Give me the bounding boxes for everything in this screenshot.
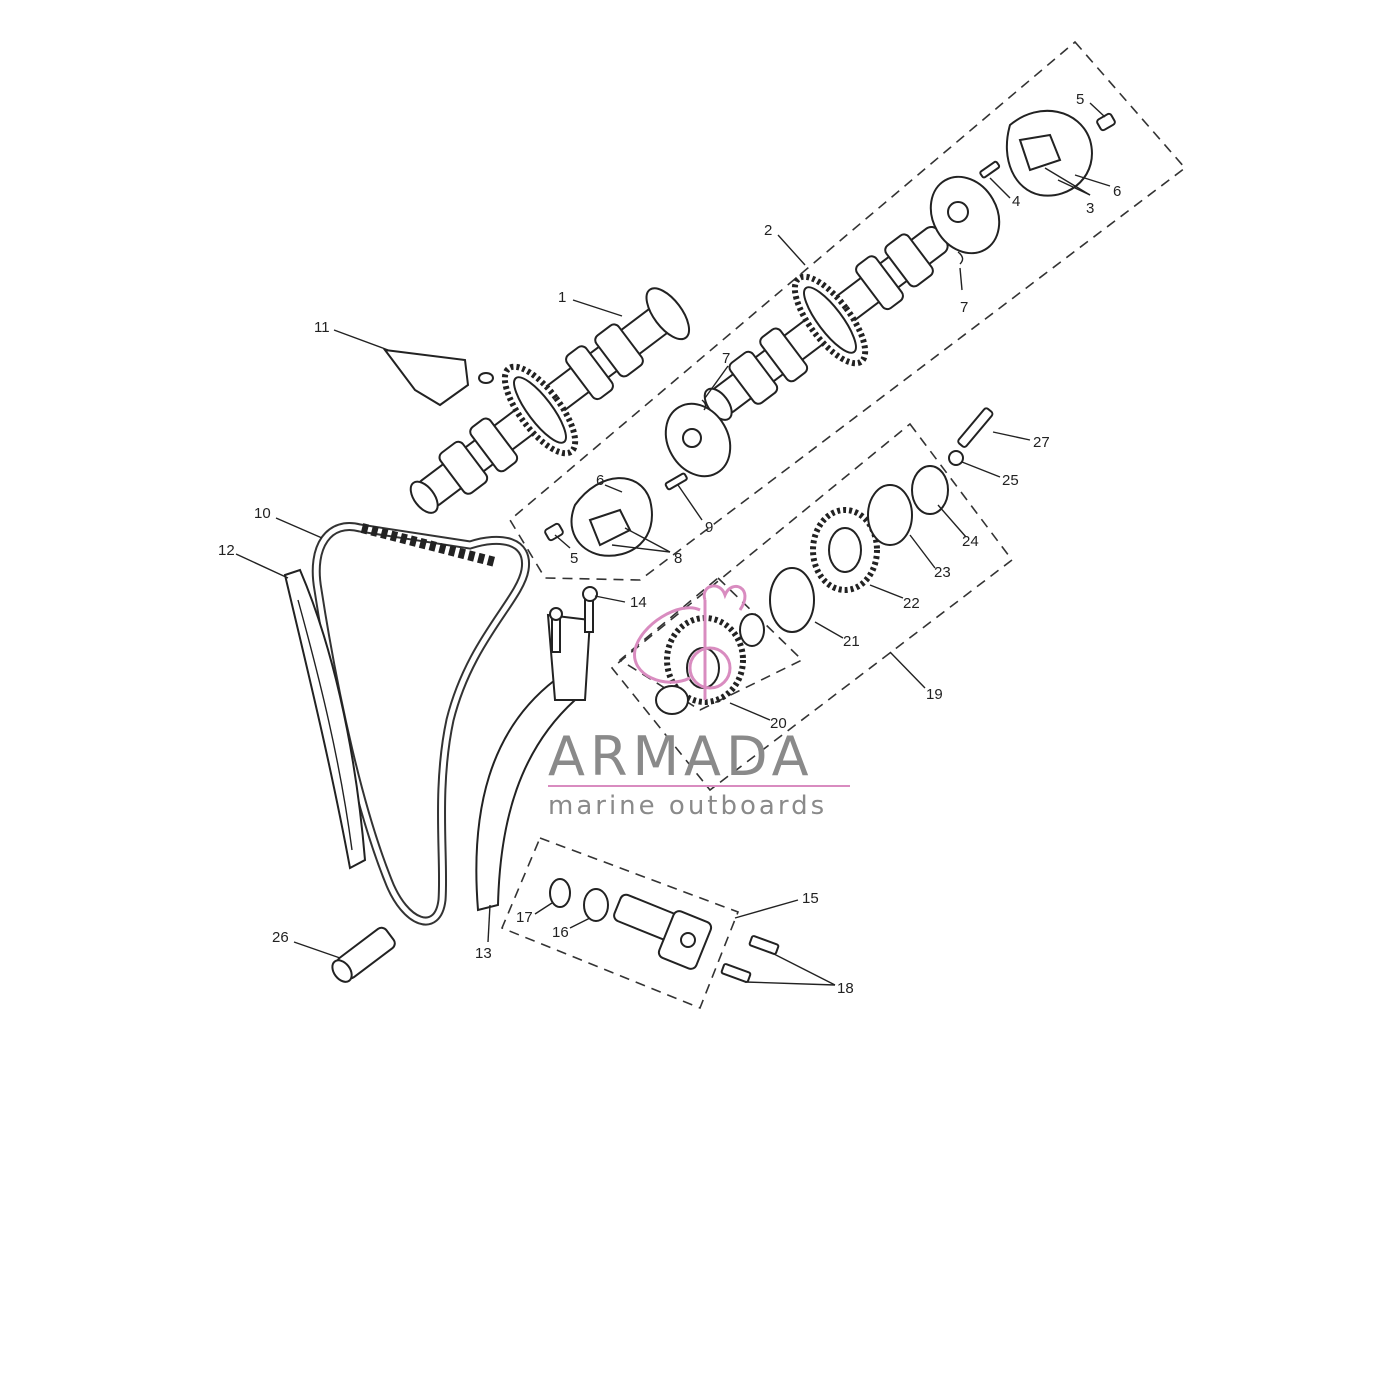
callout-1: 1 (558, 289, 566, 306)
dowel-pin (331, 926, 396, 983)
callout-2: 2 (764, 222, 772, 239)
callout-8: 8 (674, 550, 682, 567)
callout-26: 26 (272, 929, 289, 946)
callout-4: 4 (1012, 193, 1020, 210)
callout-7-upper: 7 (960, 299, 968, 316)
callout-3: 3 (1086, 200, 1094, 217)
leader-lines (235, 102, 1111, 986)
decompressor-upper (929, 109, 1116, 265)
callout-19: 19 (926, 686, 943, 703)
callout-15: 15 (802, 890, 819, 907)
callout-7-lower: 7 (722, 350, 730, 367)
callout-24: 24 (962, 533, 979, 550)
tensioner-assembly-outline (500, 836, 740, 1010)
camshaft-assembly-outline (508, 40, 1187, 581)
callout-14: 14 (630, 594, 647, 611)
camshaft-upper (703, 225, 949, 421)
chain-links-top (360, 523, 497, 567)
callout-18: 18 (837, 980, 854, 997)
watermark-tagline: marine outboards (548, 791, 827, 821)
callout-20: 20 (770, 715, 787, 732)
gear-subassembly-outline (618, 576, 804, 711)
tensioner-blade (475, 586, 598, 912)
callout-5-lower: 5 (570, 550, 578, 567)
armada-watermark: ARMADA marine outboards (548, 584, 850, 821)
callout-numbers: 1 2 3 4 5 5 6 6 7 7 8 9 10 11 12 13 14 1… (218, 91, 1121, 997)
chain-tensioner (549, 878, 780, 983)
callout-16: 16 (552, 924, 569, 941)
watermark-brand: ARMADA (548, 725, 814, 788)
callout-6-lower: 6 (596, 472, 604, 489)
callout-5-upper: 5 (1076, 91, 1084, 108)
callout-13: 13 (475, 945, 492, 962)
callout-27: 27 (1033, 434, 1050, 451)
chain-guide-bracket (382, 348, 494, 407)
callout-25: 25 (1002, 472, 1019, 489)
callout-9: 9 (705, 519, 713, 536)
callout-11: 11 (314, 319, 330, 336)
camshaft-lower (409, 287, 691, 514)
cam-chain (311, 522, 530, 926)
callout-17: 17 (516, 909, 533, 926)
callout-6-upper: 6 (1113, 183, 1121, 200)
callout-10: 10 (254, 505, 271, 522)
callout-22: 22 (903, 595, 920, 612)
fixed-chain-guide (283, 568, 367, 870)
anchor-heart-logo-icon (633, 584, 747, 700)
callout-23: 23 (934, 564, 951, 581)
callout-12: 12 (218, 542, 235, 559)
callout-21: 21 (843, 633, 860, 650)
